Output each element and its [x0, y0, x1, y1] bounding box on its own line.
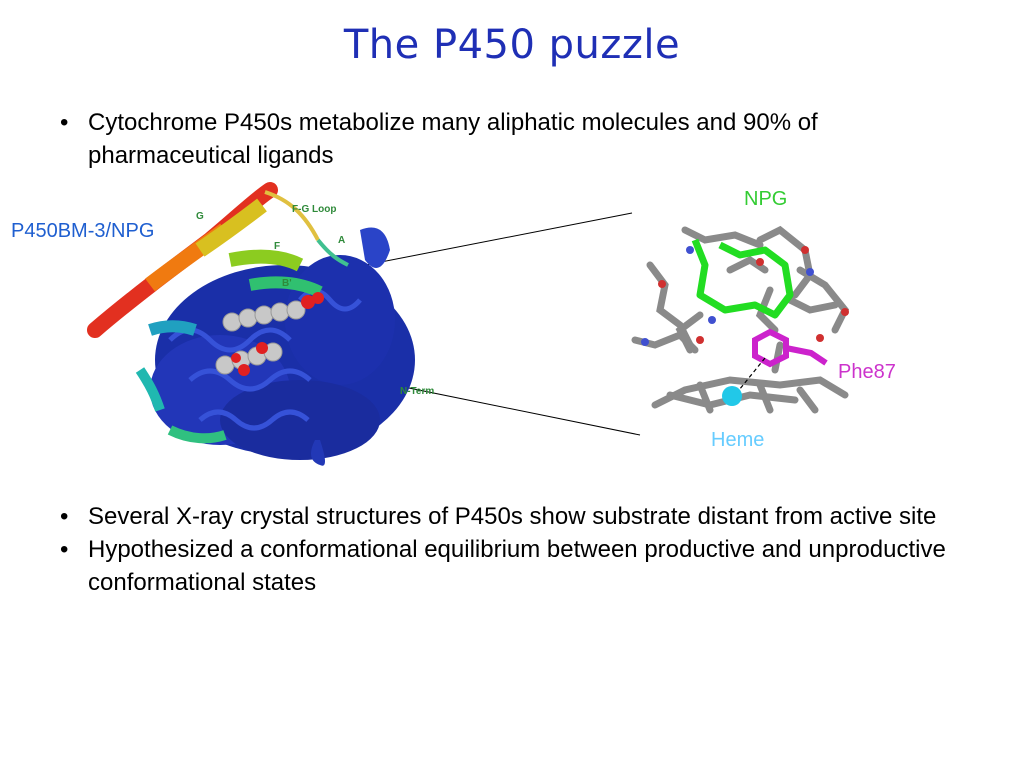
protein-ribbon	[87, 182, 415, 466]
label-b-prime: B'	[282, 278, 292, 289]
heme-label: Heme	[711, 429, 765, 451]
bullet-item: Hypothesized a conformational equilibriu…	[58, 533, 978, 599]
label-n-term: N-Term	[400, 386, 434, 397]
active-site-inset	[631, 225, 850, 414]
slide-title: The P450 puzzle	[343, 22, 681, 68]
label-fg-loop: F-G Loop	[292, 204, 336, 215]
connector-line-top	[339, 212, 633, 271]
bullet-item: Several X-ray crystal structures of P450…	[58, 500, 978, 533]
label-g: G	[196, 211, 204, 222]
bullet-list-bottom: Several X-ray crystal structures of P450…	[58, 500, 978, 599]
protein-label: P450BM-3/NPG	[11, 220, 155, 242]
bullet-item: Cytochrome P450s metabolize many aliphat…	[58, 106, 978, 172]
label-a: A	[338, 235, 345, 246]
npg-label: NPG	[744, 188, 788, 210]
bullet-list-top: Cytochrome P450s metabolize many aliphat…	[58, 106, 978, 172]
phe87-label: Phe87	[838, 361, 896, 383]
label-f: F	[274, 241, 280, 252]
